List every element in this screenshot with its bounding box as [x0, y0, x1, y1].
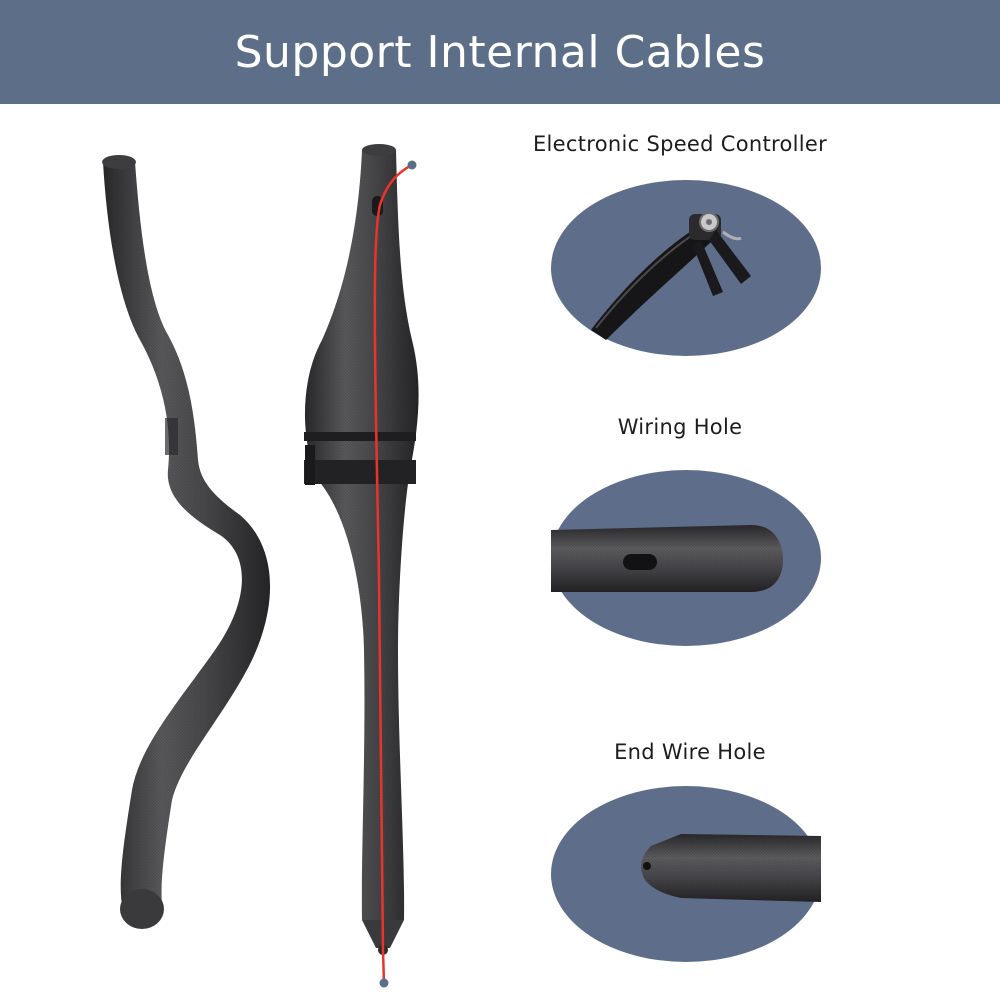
- handlebar-side-view: [102, 155, 271, 929]
- bar-end-hole-icon: [551, 786, 821, 962]
- header-banner: Support Internal Cables: [0, 0, 1000, 104]
- handlebar-front-view: [304, 144, 419, 988]
- page-title: Support Internal Cables: [234, 26, 766, 78]
- detail-label-end-wire-hole: End Wire Hole: [614, 740, 766, 764]
- detail-label-speed-controller: Electronic Speed Controller: [532, 132, 828, 156]
- detail-label-wiring-hole: Wiring Hole: [617, 415, 743, 439]
- shifter-bar-end-icon: [551, 180, 821, 356]
- bar-wiring-hole-icon: [551, 470, 821, 646]
